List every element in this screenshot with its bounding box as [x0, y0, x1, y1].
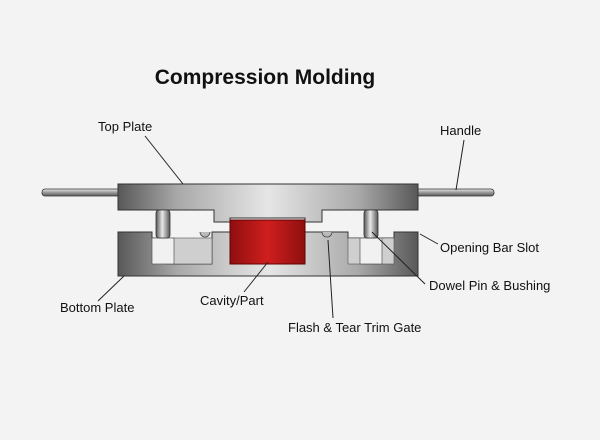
label-handle: Handle [440, 123, 482, 138]
bushing-left [151, 237, 175, 265]
label-flash-trim-gate: Flash & Tear Trim Gate [288, 320, 422, 335]
label-dowel-pin-bushing: Dowel Pin & Bushing [429, 278, 551, 293]
leader-cavity-part [243, 261, 269, 293]
leader-flash-trim-gate [327, 239, 334, 319]
label-bottom-plate: Bottom Plate [60, 300, 135, 315]
dowel-pin-left [155, 209, 171, 239]
dowel-pin-right [363, 209, 379, 239]
label-opening-bar-slot: Opening Bar Slot [440, 240, 540, 255]
bushing-right [359, 237, 383, 265]
cavity-part [229, 219, 306, 265]
label-cavity-part: Cavity/Part [200, 293, 264, 308]
handle-left [41, 188, 123, 197]
label-top-plate: Top Plate [98, 119, 153, 134]
leader-dowel-pin-bushing [371, 231, 426, 285]
diagram-title: Compression Molding [154, 66, 376, 89]
top-plate [117, 183, 419, 223]
handle-right [411, 188, 495, 197]
leader-bottom-plate [97, 275, 125, 302]
leader-top-plate [144, 135, 184, 185]
leader-opening-bar-slot [419, 233, 439, 245]
leader-handle [455, 139, 465, 191]
